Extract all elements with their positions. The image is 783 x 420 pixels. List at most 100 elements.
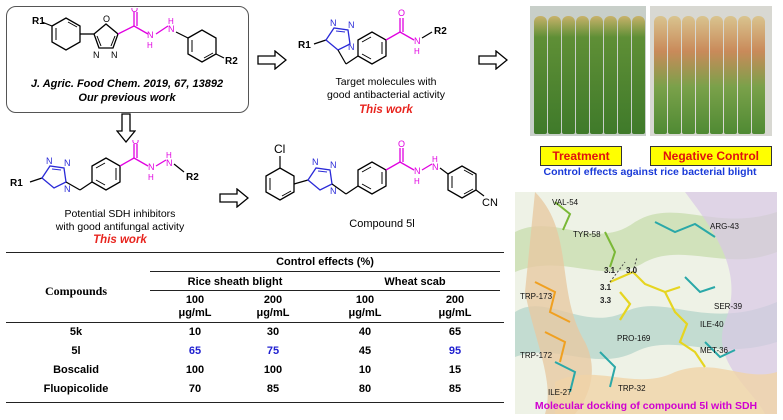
n-atom: N [64,184,71,194]
value-cell: 10 [188,326,202,338]
cl-atom: Cl [274,142,285,156]
table-header-rule [6,322,504,323]
table-subgroup-rule [150,290,500,291]
h-atom: H [148,173,154,182]
compound-name-cell: 5l [71,345,81,357]
n-atom: N [93,50,100,60]
leaf [590,16,603,134]
potential-this-work: This work [93,234,147,246]
n-atom: N [168,24,175,34]
right-arrow-icon [257,50,287,70]
docking-render [515,192,777,414]
citation: J. Agric. Food Chem. 2019, 67, 13892 [30,78,224,90]
compound-name-cell: 5k [69,326,83,338]
r1-label: R1 [298,40,311,51]
residue-label: ARG-43 [710,222,739,231]
r2-label: R2 [225,56,238,67]
residue-label: MET-36 [700,346,729,355]
residue-label: TRP-172 [520,351,553,360]
oxadiazole-hydrazide-structure: R1 R2 O N N O N H N H [32,8,238,67]
value-cell: 30 [266,326,280,338]
residue-label: TRP-32 [618,384,646,393]
table-bottom-rule [6,402,504,403]
o-atom: O [398,8,405,18]
table-group-wheat: Wheat scab [384,276,446,288]
residue-label: ILE-27 [548,388,572,397]
r2-label: R2 [186,172,199,183]
value-cell: 45 [358,345,372,357]
distance-label: 3.1 [604,266,616,275]
value-cell: 40 [358,326,372,338]
compound-name: Compound 5l [349,218,415,230]
o-atom: O [103,14,110,24]
potential-caption-line2: with good antifungal activity [55,221,185,233]
docking-image [515,192,777,414]
value-cell: 65 [188,345,202,357]
value-cell: 85 [448,383,462,395]
compound-name-cell: Boscalid [53,364,99,376]
value-cell: 65 [448,326,462,338]
residue-label: VAL-54 [552,198,579,207]
table-header-main: Control effects (%) [276,256,374,268]
target-this-work: This work [359,104,413,116]
value-cell: 95 [448,345,462,357]
previous-work-caption: Our previous work [78,92,176,104]
r1-label: R1 [32,16,45,27]
leaf [752,16,765,134]
n-atom: N [111,50,118,60]
leaf [632,16,645,134]
o-atom: O [131,8,138,14]
down-arrow-icon [116,113,136,143]
n-atom: N [166,158,173,168]
h-atom: H [414,47,420,56]
leaf [618,16,631,134]
leaf [654,16,667,134]
n-atom: N [414,166,421,176]
negative-control-photo [650,6,772,136]
leaf [682,16,695,134]
h-atom: H [414,177,420,186]
distance-label: 3.0 [626,266,638,275]
n-atom: N [46,156,53,166]
leaf [604,16,617,134]
value-cell: 100 [185,364,205,376]
value-cell: 100 [263,364,283,376]
leaf [710,16,723,134]
leaf [696,16,709,134]
target-triazole-structure: R1 R2 N N N O N H [298,8,447,65]
negative-control-label: Negative Control [650,146,772,166]
table-group-rule [150,271,500,272]
value-cell: 15 [448,364,462,376]
o-atom: O [132,140,139,146]
leaf [548,16,561,134]
cn-group: CN [482,197,498,209]
residue-label: TYR-58 [573,230,601,239]
n-atom: N [330,160,337,170]
leaf [668,16,681,134]
n-atom: N [147,30,154,40]
h-atom: H [432,155,438,164]
residue-label: ILE-40 [700,320,724,329]
distance-label: 3.1 [600,283,612,292]
treatment-photo [530,6,646,136]
leaf [576,16,589,134]
value-cell: 75 [266,345,280,357]
value-cell: 10 [358,364,372,376]
residue-label: SER-39 [714,302,743,311]
distance-label: 3.3 [600,296,612,305]
h-atom: H [147,41,153,50]
table-col-compounds: Compounds [44,284,108,298]
h-atom: H [166,151,172,160]
treatment-label: Treatment [540,146,622,166]
target-caption-line1: Target molecules with [335,76,437,88]
compound-name-cell: Fluopicolide [43,383,109,395]
compound-5l-structure: Cl N N N O N H N H CN [265,140,498,209]
docking-caption: Molecular docking of compound 5l with SD… [534,400,758,412]
n-atom: N [330,186,337,196]
potential-sdh-structure: R1 R2 N N N O N H N H [10,140,199,194]
value-cell: 70 [188,383,202,395]
n-atom: N [348,42,355,52]
